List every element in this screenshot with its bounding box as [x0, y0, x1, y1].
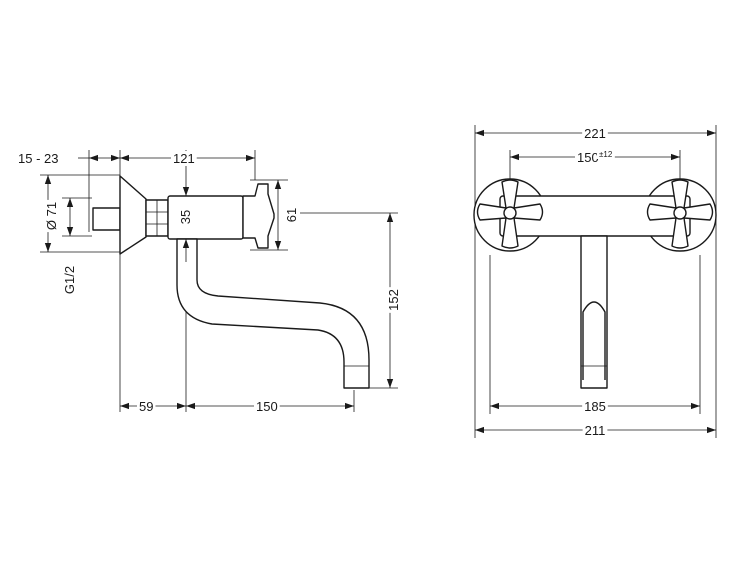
dim-handle-height: 61	[284, 208, 299, 222]
dim-depth: 121	[173, 151, 195, 166]
dim-body-height: 35	[178, 210, 193, 224]
dim-inner-width: 185	[584, 399, 606, 414]
front-view: 221 150 ±12 185 211	[473, 125, 717, 438]
dim-center-tolerance: ±12	[599, 150, 613, 159]
dim-wall-thickness: 15 - 23	[18, 151, 58, 166]
right-cross-handle	[646, 179, 714, 249]
side-dimension-lines	[44, 154, 394, 410]
cross-handle	[242, 183, 275, 249]
dim-spout-reach: 150	[256, 399, 278, 414]
dim-overall-width: 221	[584, 126, 606, 141]
wall-flange	[119, 175, 147, 255]
dim-center-distance: 150	[577, 150, 599, 165]
dim-body-width: 211	[585, 423, 606, 438]
dim-thread: G1/2	[62, 266, 77, 294]
side-view: 15 - 23 121 Ø 71 G1/2 35 61 152 59 150	[16, 150, 401, 414]
dim-flange-diameter: Ø 71	[44, 202, 59, 230]
thread-connector	[92, 207, 121, 231]
spout	[176, 238, 370, 389]
left-cross-handle	[476, 179, 544, 249]
dim-spout-offset: 59	[139, 399, 153, 414]
dim-spout-height: 152	[386, 289, 401, 311]
front-spout	[580, 235, 608, 389]
